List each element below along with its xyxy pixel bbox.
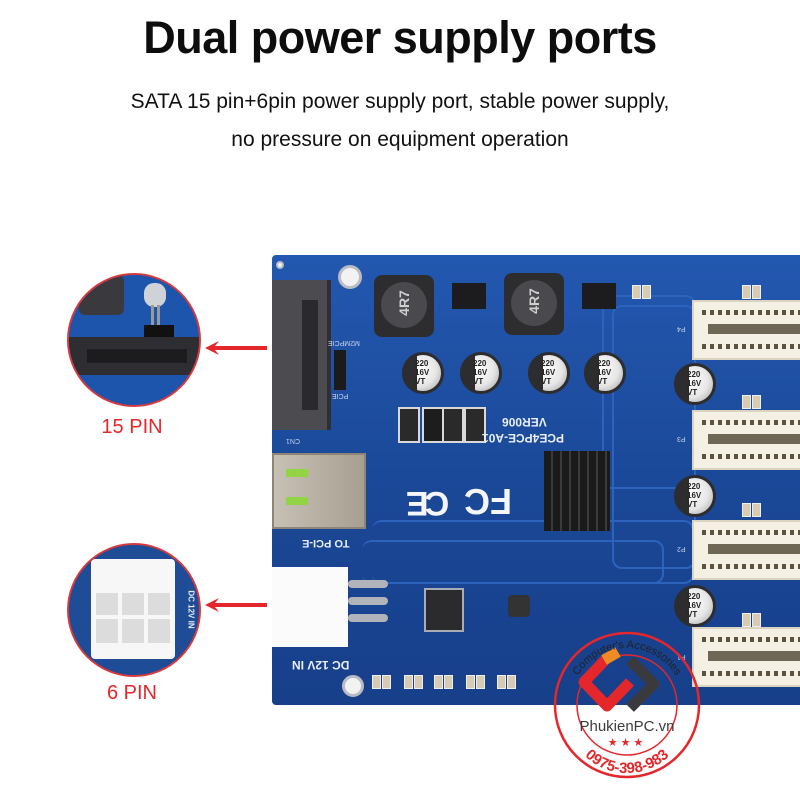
sata-15pin-connector (272, 280, 331, 430)
ic-chip (452, 283, 486, 309)
fuse (398, 407, 420, 443)
6pin-connector-icon (69, 545, 199, 675)
6pin-callout: DC 12V IN (67, 543, 201, 677)
small-inductor (508, 595, 530, 617)
usb-label: TO PCI-E (302, 537, 350, 549)
pcie-slot-p4 (692, 300, 800, 360)
subtitle-line-1: SATA 15 pin+6pin power supply port, stab… (130, 90, 670, 113)
fc-mark: FC (464, 481, 512, 522)
sata-connector-icon (69, 275, 199, 405)
6pin-power-connector (272, 567, 348, 647)
subtitle-line-2: no pressure on equipment operation (231, 128, 569, 151)
callout-label-15pin: 15 PIN (101, 416, 163, 438)
ic-chip (582, 283, 616, 309)
slot-label: P4 (677, 325, 686, 332)
usb-port (272, 453, 366, 529)
ce-mark: CE (410, 484, 450, 522)
phukienpc-logo-icon (553, 631, 701, 779)
watermark-stamp: Computer's Accessories 0975-398-983 Phuk… (552, 630, 702, 780)
callout-label-6pin: 6 PIN (106, 682, 158, 704)
jumper-label-bottom: PCIE (332, 392, 349, 399)
pcie-slot-p2 (692, 520, 800, 580)
svg-text:0975-398-983: 0975-398-983 (582, 746, 672, 777)
diode (422, 407, 444, 443)
stamp-stars-icon: ★★★ (607, 737, 647, 749)
fuse (442, 407, 464, 443)
callout-dc-label: DC 12V IN (186, 590, 196, 629)
jumper-header (334, 350, 346, 390)
red-arrow-icon (205, 341, 267, 355)
sata-label: CN1 (286, 437, 301, 444)
red-arrow-icon (205, 598, 267, 612)
pcie-slot-p3 (692, 410, 800, 470)
jumper-label-top: M2MPCIE (328, 339, 360, 346)
slot-label: P3 (677, 435, 686, 442)
model-label: PCE4PCE-A01 (482, 431, 565, 445)
fuse (464, 407, 486, 443)
stamp-brand: PhukienPC.vn (579, 718, 675, 735)
sata-15pin-callout (67, 273, 201, 407)
pcie-slot-p1 (692, 627, 800, 687)
dc-in-label: DC 12V IN (292, 658, 350, 672)
heatsink (544, 451, 610, 531)
version-label: VER006 (502, 415, 547, 429)
inductor: 4R7 (504, 273, 564, 335)
slot-label: P2 (677, 545, 686, 552)
voltage-regulator (424, 588, 464, 632)
page-title: Dual power supply ports (143, 12, 657, 63)
connector-pins (348, 573, 388, 643)
stamp-arc-text: Computer's Accessories (570, 639, 683, 678)
inductor: 4R7 (374, 275, 434, 337)
